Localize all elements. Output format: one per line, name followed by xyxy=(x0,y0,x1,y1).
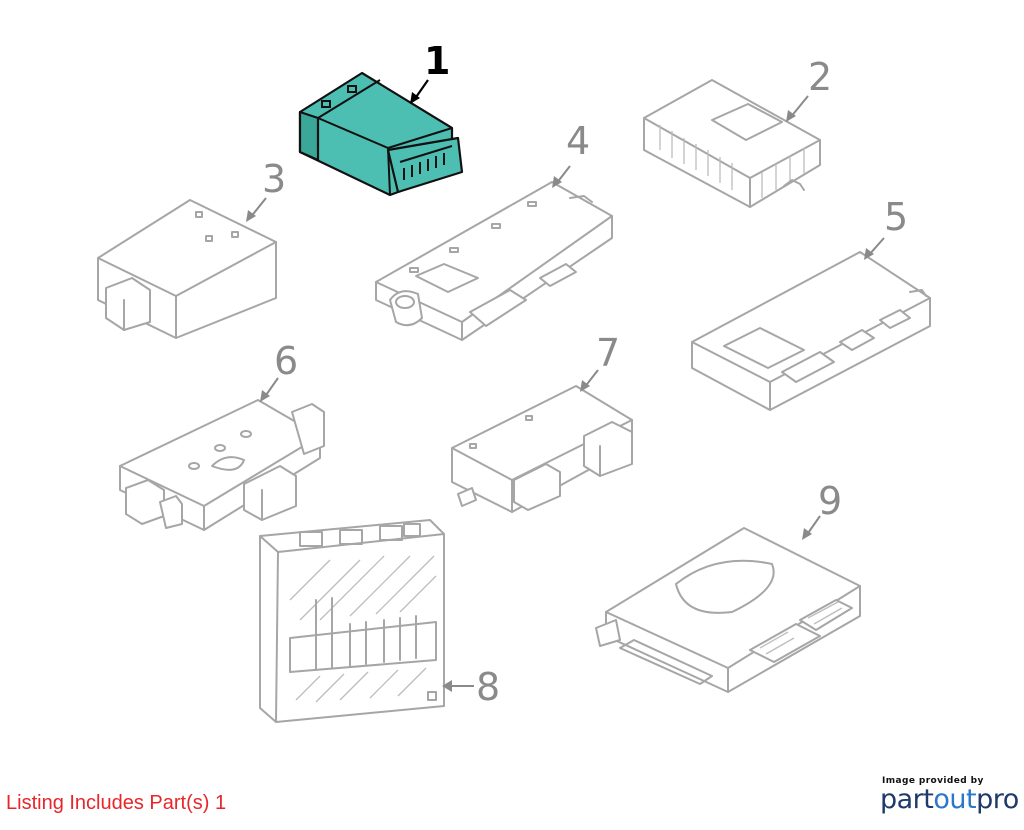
callout-1[interactable]: 1 xyxy=(424,39,450,83)
part-8-module[interactable] xyxy=(259,519,445,723)
callout-3[interactable]: 3 xyxy=(262,157,286,201)
callout-4[interactable]: 4 xyxy=(566,119,590,163)
part-7-module[interactable] xyxy=(451,385,633,513)
callout-5[interactable]: 5 xyxy=(884,195,908,239)
part-4-module[interactable] xyxy=(375,181,613,341)
part-9-module[interactable] xyxy=(595,527,861,693)
callout-8[interactable]: 8 xyxy=(476,665,500,709)
logo-pro: pro xyxy=(976,784,1019,815)
part-5-module[interactable] xyxy=(691,251,931,411)
callout-2[interactable]: 2 xyxy=(808,55,832,99)
logo-out: out xyxy=(933,784,977,815)
part-6-module[interactable] xyxy=(119,399,325,531)
part-2-module[interactable] xyxy=(643,79,821,208)
image-credit: Image provided by xyxy=(882,776,984,786)
part-1-module[interactable] xyxy=(298,71,464,197)
listing-note: Listing Includes Part(s) 1 xyxy=(6,792,227,814)
arrow-1 xyxy=(410,92,420,104)
callout-6[interactable]: 6 xyxy=(274,339,298,383)
callout-7[interactable]: 7 xyxy=(596,331,620,375)
part-3-module[interactable] xyxy=(97,199,277,339)
logo-part: part xyxy=(880,784,934,815)
partoutpro-logo[interactable]: partoutpro xyxy=(880,784,1019,815)
callout-9[interactable]: 9 xyxy=(818,479,842,523)
